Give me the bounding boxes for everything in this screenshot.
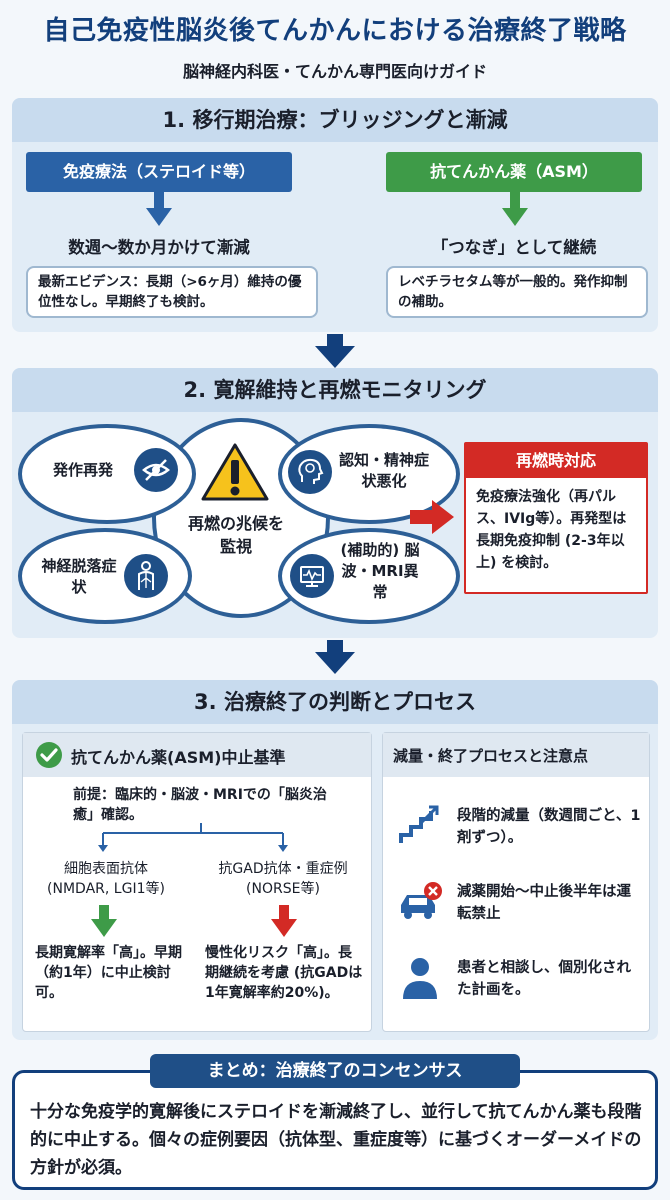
warning-icon [201,443,269,501]
person-icon [403,958,437,999]
relapse-response-box: 再燃時対応 免疫療法強化（再パルス、IVIg等）。再発型は長期免疫抑制 (2-3… [464,442,648,594]
flow-arrow-icon [315,334,355,368]
green-down-arrow-icon [91,905,117,937]
asm-action: 「つなぎ」として継続 [431,238,597,257]
body-nerve-icon [124,554,168,598]
criteria-title: 抗てんかん薬(ASM)中止基準 [71,748,286,767]
criteria-header [23,733,371,777]
red-down-arrow-icon [271,905,297,937]
section2-heading: 2. 寛解維持と再燃モニタリング [12,368,658,412]
relapse-monitor-label: 再燃の兆候を監視 [188,514,285,556]
process-header [383,733,649,777]
check-circle-icon [36,742,62,768]
neuro-deficit-bubble [18,528,192,624]
summary-box [12,1070,658,1190]
page-title: 自己免疫性脳炎後てんかんにおける治療終了戦略 [43,16,627,46]
asm-label: 抗てんかん薬（ASM） [386,152,642,192]
process-step-3: 患者と相談し、個別化された計画を。 [457,960,631,998]
asm-criteria-panel: 抗てんかん薬(ASM)中止基準 前提：臨床的・脳波・MRIでの「脳炎治癒」確認。… [22,732,372,1032]
cell-surface-outcome: 長期寛解率「高」。早期（約1年）に中止検討可。 [35,945,182,1001]
page-subtitle: 脳神経内科医・てんかん専門医向けガイド [182,62,487,81]
relapse-response-title: 再燃時対応 [466,444,646,478]
process-panel: 減量・終了プロセスと注意点 段階的減量（数週間ごと、1剤ずつ）。 減薬開始〜中止… [382,732,650,1032]
cognitive-bubble [278,424,460,524]
process-title: 減量・終了プロセスと注意点 [393,747,589,765]
seizure-recurrence-label: 発作再発 [52,461,113,479]
eeg-monitor-icon [290,554,334,598]
process-step-1: 段階的減量（数週間ごと、1剤ずつ）。 [457,808,641,846]
branch-connector [98,823,288,852]
cell-surface-antibody-label: 細胞表面抗体 (NMDAR, LGI1等) [47,861,165,897]
down-arrow-icon [502,192,528,226]
relapse-response-body: 免疫療法強化（再パルス、IVIg等）。再発型は長期免疫抑制 (2-3年以上) を… [476,489,627,571]
section1-heading: 1. 移行期治療：ブリッジングと漸減 [12,98,658,142]
down-arrow-icon [146,192,172,226]
eye-slash-icon [134,448,178,492]
no-driving-icon [401,882,442,919]
section-monitoring: 2. 寛解維持と再燃モニタリング 発作再発 認知・精神症状悪化 神経脱落症状 [12,368,658,638]
anti-gad-outcome: 慢性化リスク「高」。長期継続を考慮 (抗GADは1年寛解率約20%)。 [205,945,363,1001]
flow-arrow-icon [315,640,355,674]
right-arrow-icon [410,500,454,534]
brain-head-icon [288,450,332,494]
section3-heading: 3. 治療終了の判断とプロセス [12,680,658,724]
eeg-mri-label: (補助的) 脳波・MRI異常 [340,541,420,601]
neuro-deficit-label: 神経脱落症状 [41,557,117,596]
section-transition: 1. 移行期治療：ブリッジングと漸減 免疫療法（ステロイド等） 数週〜数か月かけ… [12,98,658,332]
anti-gad-label: 抗GAD抗体・重症例 (NORSE等) [218,861,348,897]
immunotherapy-note: 最新エビデンス：長期（>6ヶ月）維持の優位性なし。早期終了も検討。 [26,266,318,318]
asm-note: レベチラセタム等が一般的。発作抑制の補助。 [386,266,648,318]
immunotherapy-action: 数週〜数か月かけて漸減 [68,238,250,257]
process-step-2: 減薬開始〜中止後半年は運転禁止 [457,884,631,922]
summary-body: 十分な免疫学的寛解後にステロイドを漸減終了し、並行して抗てんかん薬も段階的に中止… [30,1102,642,1178]
immunotherapy-label: 免疫療法（ステロイド等） [26,152,292,192]
cognitive-label: 認知・精神症状悪化 [338,451,429,490]
criteria-premise: 前提：臨床的・脳波・MRIでの「脳炎治癒」確認。 [73,787,327,823]
summary-title: まとめ：治療終了のコンセンサス [150,1054,520,1088]
stairs-icon [399,805,439,843]
section-termination: 3. 治療終了の判断とプロセス 抗てんかん薬(ASM)中止基準 前提：臨床的・脳… [12,680,658,1040]
